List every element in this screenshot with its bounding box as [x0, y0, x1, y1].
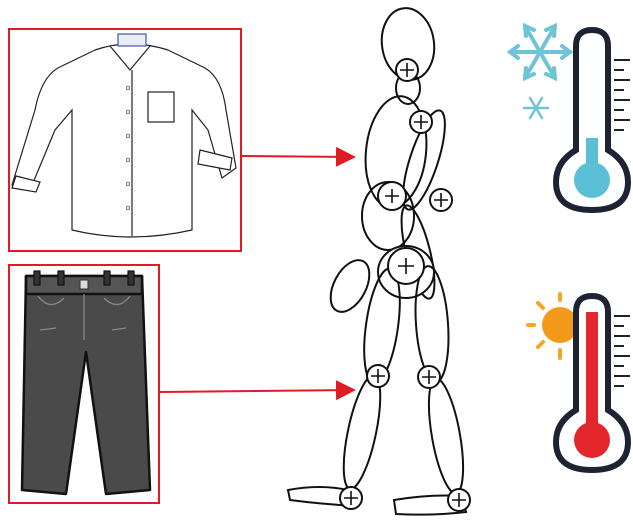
- shirt-icon: [12, 34, 236, 237]
- pants-icon: [22, 271, 150, 494]
- cold-thermometer-icon: [556, 30, 630, 210]
- pants-arrow: [160, 390, 354, 392]
- shirt-arrow: [242, 156, 354, 157]
- snowflake-icon: [510, 26, 570, 118]
- mannequin-figure: [288, 5, 470, 515]
